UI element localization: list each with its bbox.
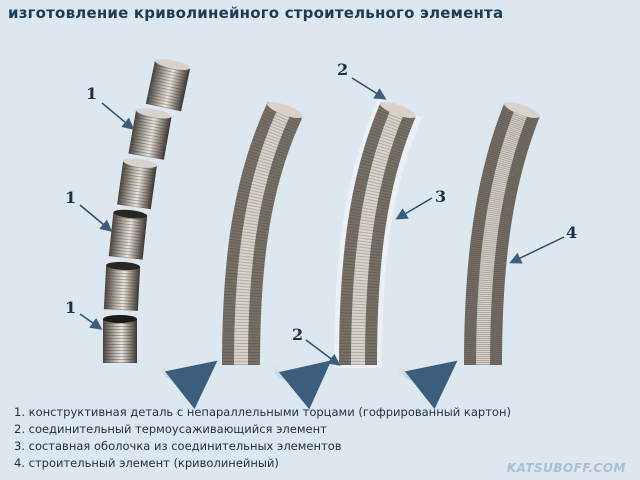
legend-item: 2. соединительный термоусаживающийся эле…: [14, 422, 327, 436]
label-3: 3: [435, 187, 446, 206]
label-2: 2: [337, 60, 348, 79]
label-1: 1: [86, 84, 97, 103]
page-title: изготовление криволинейного строительног…: [8, 4, 504, 22]
watermark: KATSUBOFF.COM: [506, 461, 626, 475]
label-1: 1: [65, 298, 76, 317]
assembled-column: [222, 101, 303, 366]
legend-item: 3. составная оболочка из соединительных …: [14, 439, 342, 453]
segment-piece: [145, 59, 191, 112]
segment-column: [103, 59, 191, 363]
process-arrow-icon: [395, 360, 458, 410]
label-4: 4: [566, 223, 577, 242]
legend: 1. конструктивная деталь с непараллельны…: [14, 404, 511, 472]
legend-item: 4. строительный элемент (криволинейный): [14, 456, 279, 470]
legend-item: 1. конструктивная деталь с непараллельны…: [14, 405, 511, 419]
label-2: 2: [292, 325, 303, 344]
process-arrow-icon: [157, 360, 218, 410]
finished-column: [464, 101, 540, 366]
segment-piece: [103, 315, 137, 363]
segment-piece: [103, 261, 141, 311]
segment-piece: [128, 108, 172, 160]
segment-piece: [108, 209, 148, 260]
label-1: 1: [65, 188, 76, 207]
process-arrow-icon: [269, 360, 332, 410]
segment-piece: [117, 158, 157, 210]
shrink-sleeve-column: [334, 98, 423, 369]
